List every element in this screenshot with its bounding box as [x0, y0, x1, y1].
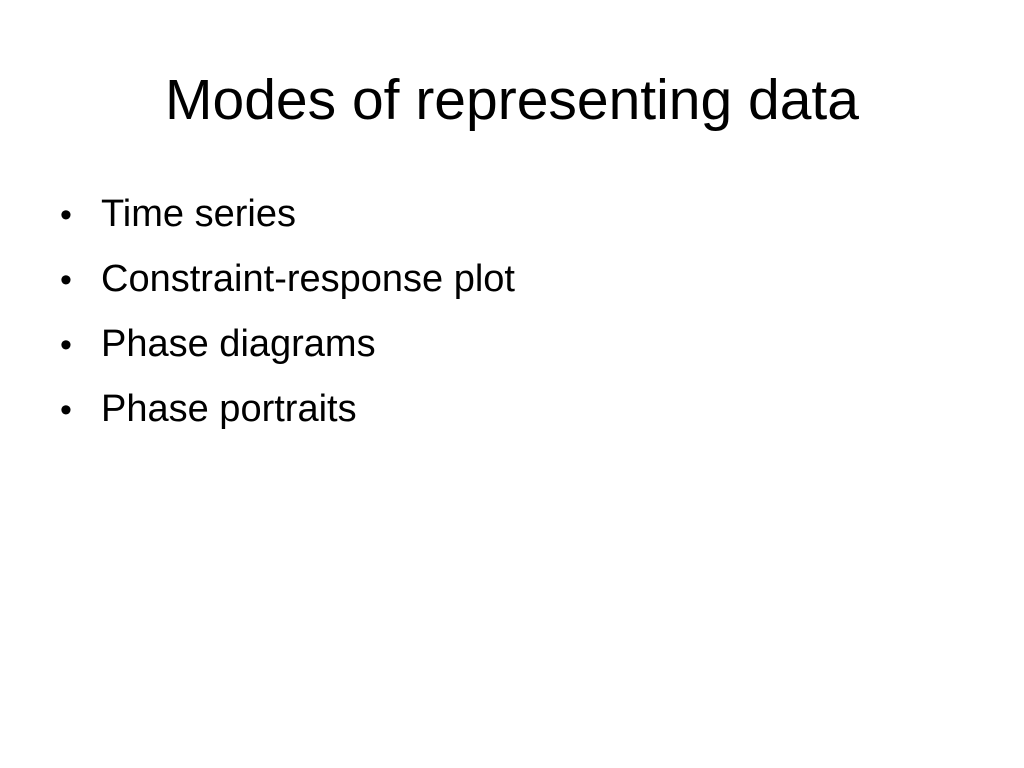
bullet-text: Constraint-response plot: [101, 258, 515, 300]
bullet-icon: •: [60, 196, 72, 234]
bullet-icon: •: [60, 261, 72, 299]
bullet-text: Phase portraits: [101, 388, 357, 430]
bullet-text: Time series: [101, 193, 296, 235]
bullet-text: Phase diagrams: [101, 323, 376, 365]
bullet-item: • Phase portraits: [60, 377, 515, 442]
bullet-icon: •: [60, 326, 72, 364]
bullet-icon: •: [60, 391, 72, 429]
bullet-item: • Time series: [60, 182, 515, 247]
bullet-list: • Time series • Constraint-response plot…: [60, 182, 515, 442]
slide-title: Modes of representing data: [165, 68, 859, 132]
bullet-item: • Constraint-response plot: [60, 247, 515, 312]
bullet-item: • Phase diagrams: [60, 312, 515, 377]
